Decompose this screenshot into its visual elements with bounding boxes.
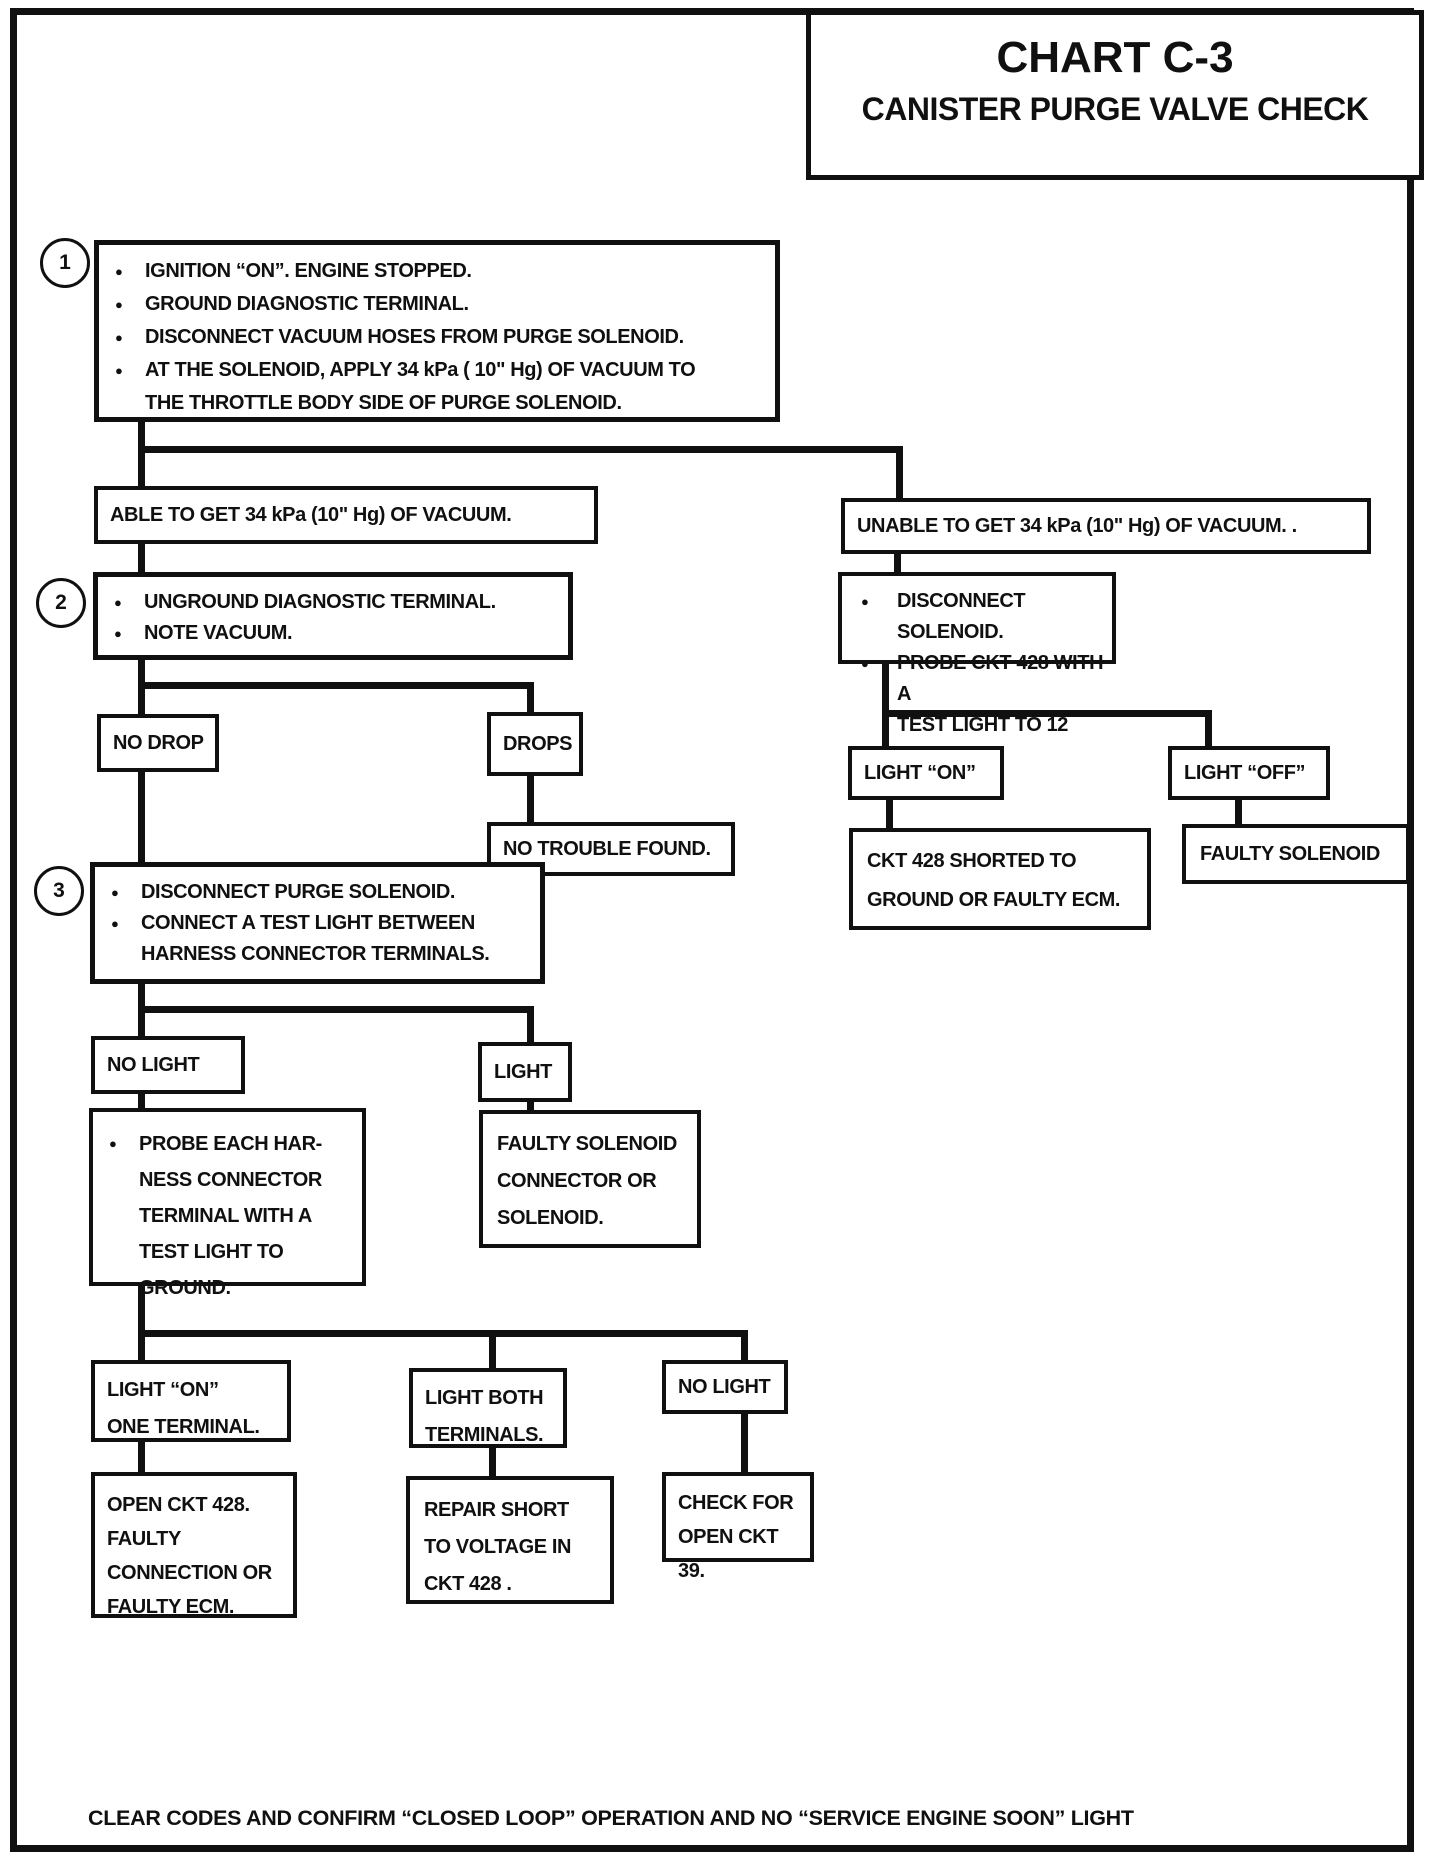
- connector-able-step2: [138, 544, 145, 572]
- no-light-mid-label: NO LIGHT: [107, 1053, 200, 1076]
- step3-bullet-1: DISCONNECT PURGE SOLENOID.: [141, 881, 456, 903]
- bullet-icon: ●: [114, 626, 122, 641]
- step1-bullet-1: IGNITION “ON”. ENGINE STOPPED.: [145, 260, 472, 282]
- connector-unable-down: [896, 446, 903, 498]
- chart-subtitle: CANISTER PURGE VALVE CHECK: [861, 91, 1369, 127]
- step3-box: ● DISCONNECT PURGE SOLENOID. ● CONNECT A T…: [90, 862, 545, 984]
- faulty-solenoid-node: FAULTY SOLENOID: [1182, 824, 1410, 884]
- bullet-icon: ●: [115, 264, 123, 279]
- unable-label: UNABLE TO GET 34 kPa (10" Hg) OF VACUUM.…: [857, 514, 1297, 537]
- light-off-node: LIGHT “OFF”: [1168, 746, 1330, 800]
- light-on-label: LIGHT “ON”: [864, 761, 976, 784]
- connector-lighton-openckt: [138, 1440, 145, 1472]
- disconnect-solenoid-bullet-1: DISCONNECT SOLENOID.: [897, 590, 1026, 643]
- step3-bullet-2: CONNECT A TEST LIGHT BETWEEN HARNESS CON…: [141, 912, 490, 965]
- connector-probe-down: [138, 1284, 145, 1360]
- step2-bullet-2: NOTE VACUUM.: [144, 622, 293, 644]
- light-mid-node: LIGHT: [478, 1042, 572, 1102]
- probe-harness-box: ● PROBE EACH HAR- NESS CONNECTOR TERMINAL…: [89, 1108, 366, 1299]
- bullet-icon: ●: [115, 297, 123, 312]
- bullet-icon: ●: [115, 363, 123, 378]
- no-drop-node: NO DROP: [97, 714, 219, 772]
- check-open-ckt39-node: CHECK FOR OPEN CKT 39.: [662, 1472, 814, 1582]
- connector-lighton-ckt428: [886, 798, 893, 830]
- step2-bullet-1: UNGROUND DIAGNOSTIC TERMINAL.: [144, 591, 496, 613]
- drops-label: DROPS: [503, 732, 573, 755]
- light-mid-label: LIGHT: [494, 1060, 552, 1083]
- step1-bullet-4: AT THE SOLENOID, APPLY 34 kPa ( 10" Hg) …: [145, 359, 696, 414]
- no-trouble-label: NO TROUBLE FOUND.: [503, 837, 711, 860]
- light-on-one-terminal-node: LIGHT “ON” ONE TERMINAL.: [91, 1360, 291, 1442]
- step-3-badge: 3: [34, 866, 84, 916]
- connector-bottom-branch-horizontal: [138, 1330, 748, 1337]
- unable-node: UNABLE TO GET 34 kPa (10" Hg) OF VACUUM.…: [841, 498, 1371, 554]
- light-on-node: LIGHT “ON”: [848, 746, 1004, 800]
- faulty-solenoid-connector-node: FAULTY SOLENOID CONNECTOR OR SOLENOID.: [479, 1110, 701, 1248]
- step-1-badge: 1: [40, 238, 90, 288]
- connector-unable-disconnect: [894, 550, 901, 572]
- step-2-number: 2: [55, 591, 67, 614]
- light-off-label: LIGHT “OFF”: [1184, 761, 1306, 784]
- probe-harness-text: PROBE EACH HAR- NESS CONNECTOR TERMINAL …: [139, 1133, 322, 1299]
- page-border-frame: [10, 8, 1414, 1852]
- repair-short-node: REPAIR SHORT TO VOLTAGE IN CKT 428 .: [406, 1476, 614, 1604]
- step-3-number: 3: [53, 879, 65, 902]
- connector-step1-branch-horizontal: [138, 446, 903, 453]
- chart-title-box: CHART C-3 CANISTER PURGE VALVE CHECK: [806, 10, 1424, 180]
- chart-title: CHART C-3: [996, 33, 1234, 82]
- connector-nolight-probe: [138, 1092, 145, 1108]
- bullet-icon: ●: [109, 1136, 117, 1151]
- faulty-solenoid-label: FAULTY SOLENOID: [1200, 842, 1380, 865]
- no-light-bottom-label: NO LIGHT: [678, 1375, 771, 1398]
- able-label: ABLE TO GET 34 kPa (10" Hg) OF VACUUM.: [110, 503, 512, 526]
- bullet-icon: ●: [861, 594, 869, 609]
- step1-bullet-3: DISCONNECT VACUUM HOSES FROM PURGE SOLEN…: [145, 326, 684, 348]
- connector-drops-notrouble: [527, 776, 534, 822]
- connector-lightoff-faulty: [1235, 798, 1242, 826]
- no-light-bottom-node: NO LIGHT: [662, 1360, 788, 1414]
- open-ckt428-node: OPEN CKT 428. FAULTY CONNECTION OR FAULT…: [91, 1472, 297, 1618]
- connector-nodrop-step3: [138, 772, 145, 862]
- connector-step1-down: [138, 420, 145, 486]
- connector-lightboth-repair: [489, 1446, 496, 1476]
- disconnect-solenoid-bullet-2: PROBE CKT 428 WITH A TEST LIGHT TO 12 VO…: [897, 652, 1104, 767]
- able-node: ABLE TO GET 34 kPa (10" Hg) OF VACUUM.: [94, 486, 598, 544]
- bullet-icon: ●: [115, 330, 123, 345]
- ckt428-shorted-node: CKT 428 SHORTED TO GROUND OR FAULTY ECM.: [849, 828, 1151, 930]
- bullet-icon: ●: [111, 916, 119, 931]
- light-both-terminals-node: LIGHT BOTH TERMINALS.: [409, 1368, 567, 1448]
- step1-bullet-2: GROUND DIAGNOSTIC TERMINAL.: [145, 293, 469, 315]
- step-1-number: 1: [59, 251, 71, 274]
- connector-light-down: [527, 1006, 534, 1042]
- connector-nolight-check: [741, 1412, 748, 1472]
- connector-lightboth-down: [489, 1330, 496, 1370]
- step-2-badge: 2: [36, 578, 86, 628]
- connector-nolight-bottom-down: [741, 1330, 748, 1362]
- bullet-icon: ●: [114, 595, 122, 610]
- connector-disconnect-down: [882, 662, 889, 748]
- no-light-mid-node: NO LIGHT: [91, 1036, 245, 1094]
- drops-node: DROPS: [487, 712, 583, 776]
- connector-step2-branch-horizontal: [138, 682, 534, 689]
- step1-box: ● IGNITION “ON”. ENGINE STOPPED. ● GROUND …: [94, 240, 780, 422]
- bullet-icon: ●: [861, 656, 869, 671]
- step2-box: ● UNGROUND DIAGNOSTIC TERMINAL. ● NOTE VAC…: [93, 572, 573, 660]
- connector-drops-down: [527, 682, 534, 714]
- connector-light-faulty: [527, 1098, 534, 1112]
- connector-step3-branch-horizontal: [138, 1006, 534, 1013]
- connector-lightoff-down: [1205, 710, 1212, 748]
- bullet-icon: ●: [111, 885, 119, 900]
- no-drop-label: NO DROP: [113, 731, 204, 754]
- connector-right-branch-horizontal: [882, 710, 1212, 717]
- footer-note: CLEAR CODES AND CONFIRM “CLOSED LOOP” OP…: [88, 1806, 1134, 1830]
- disconnect-solenoid-box: ● DISCONNECT SOLENOID. ● PROBE CKT 428 WIT…: [838, 572, 1116, 767]
